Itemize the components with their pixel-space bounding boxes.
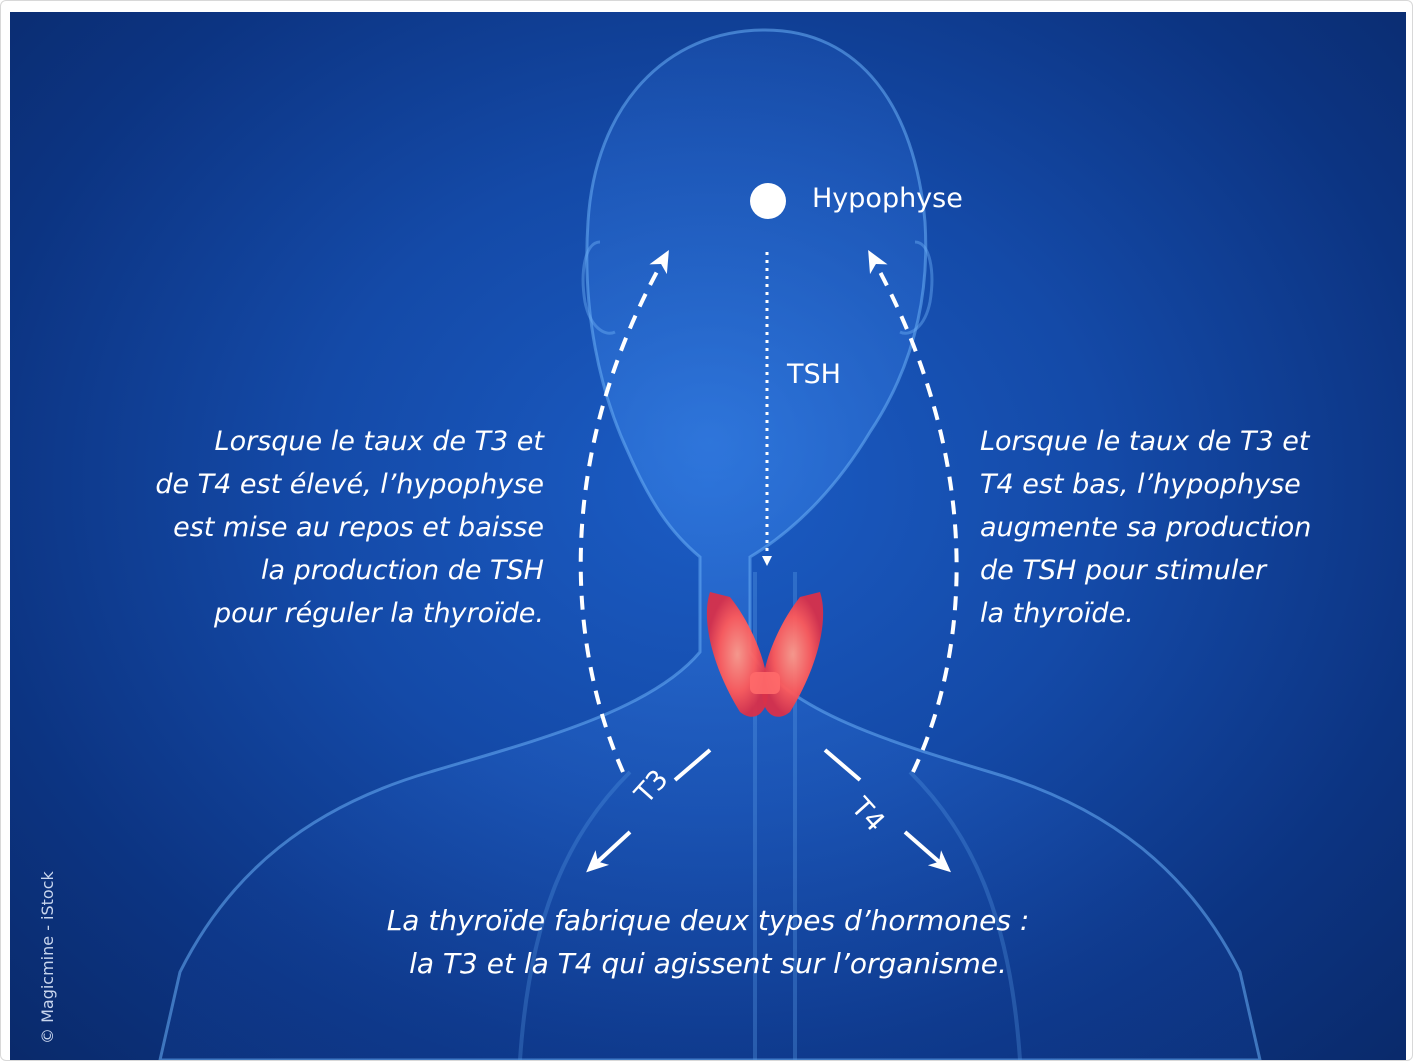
hypophyse-label: Hypophyse (812, 183, 963, 214)
right-explanation: Lorsque le taux de T3 et T4 est bas, l’h… (980, 420, 1311, 635)
hypophyse-dot (750, 183, 786, 219)
bottom-line: la T3 et la T4 qui agissent sur l’organi… (10, 942, 1406, 985)
bottom-line: La thyroïde fabrique deux types d’hormon… (10, 899, 1406, 942)
left-line: pour réguler la thyroïde. (155, 592, 544, 635)
diagram-panel: Hypophyse TSH T3 T4 Lorsque le taux de T… (10, 12, 1406, 1060)
left-explanation: Lorsque le taux de T3 et de T4 est élevé… (155, 420, 544, 635)
left-line: est mise au repos et baisse (155, 506, 544, 549)
left-line: la production de TSH (155, 549, 544, 592)
right-line: Lorsque le taux de T3 et (980, 420, 1311, 463)
image-credit: © Magicmine - iStock (38, 871, 57, 1044)
right-line: de TSH pour stimuler (980, 549, 1311, 592)
bottom-caption: La thyroïde fabrique deux types d’hormon… (10, 899, 1406, 985)
left-line: Lorsque le taux de T3 et (155, 420, 544, 463)
left-line: de T4 est élevé, l’hypophyse (155, 463, 544, 506)
tsh-label: TSH (787, 359, 841, 390)
right-line: la thyroïde. (980, 592, 1311, 635)
right-line: T4 est bas, l’hypophyse (980, 463, 1311, 506)
right-line: augmente sa production (980, 506, 1311, 549)
